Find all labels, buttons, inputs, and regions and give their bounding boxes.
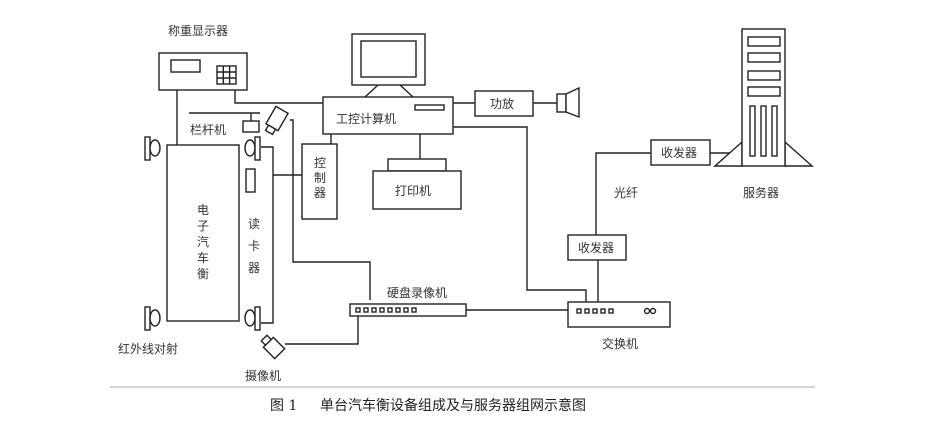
port xyxy=(608,308,614,314)
port xyxy=(363,307,369,313)
port xyxy=(592,308,598,314)
keypad-icon xyxy=(216,65,237,85)
speaker-icon xyxy=(556,86,580,119)
line-ipc-switch xyxy=(453,126,587,302)
monitor-icon xyxy=(351,33,426,98)
figure-number: 图 1 xyxy=(270,398,297,414)
amplifier-box xyxy=(474,90,534,117)
card-reader-slot xyxy=(245,168,256,193)
card-reader-label: 读卡器 xyxy=(248,217,260,275)
infrared-sensor-top-left xyxy=(144,136,161,161)
port xyxy=(600,308,606,314)
electronic-truck-scale xyxy=(166,144,240,322)
transceiver-remote-box xyxy=(650,139,711,166)
camera-label: 摄像机 xyxy=(245,368,281,383)
dvr-label: 硬盘录像机 xyxy=(387,285,447,300)
dvr-ports xyxy=(355,307,417,313)
controller-box xyxy=(301,143,338,220)
switch-indicator-lights xyxy=(643,307,657,315)
line-display-ipc xyxy=(234,90,323,104)
port xyxy=(395,307,401,313)
camera-icon-bottom xyxy=(260,334,286,360)
infrared-label: 红外线对射 xyxy=(118,341,178,356)
port xyxy=(371,307,377,313)
ipc-label: 工控计算机 xyxy=(336,111,396,126)
ipc-box xyxy=(322,96,454,135)
printer-label: 打印机 xyxy=(395,184,431,198)
scale-label: 电子汽车衡 xyxy=(197,203,209,281)
port xyxy=(379,307,385,313)
port xyxy=(355,307,361,313)
transceiver-remote-label: 收发器 xyxy=(661,145,697,160)
weight-display: 称重显示器 xyxy=(158,24,248,91)
transceiver-local-box xyxy=(567,234,627,261)
infrared-sensor-bottom-left xyxy=(144,306,161,331)
line-infrared-bus xyxy=(261,146,274,324)
amplifier-label: 功放 xyxy=(490,96,514,111)
switch-ports xyxy=(576,308,614,314)
line-cam-dvr xyxy=(285,316,359,345)
infrared-sensor-top-right xyxy=(244,136,261,161)
switch-label: 交换机 xyxy=(602,336,638,351)
port xyxy=(387,307,393,313)
camera-icon-top xyxy=(264,105,290,136)
switch-box xyxy=(567,301,671,328)
port xyxy=(584,308,590,314)
printer-box xyxy=(372,170,462,210)
controller-label: 控制器 xyxy=(314,156,326,200)
server-icon xyxy=(713,28,814,167)
barrier-box xyxy=(242,120,260,133)
barrier-label: 栏杆机 xyxy=(190,122,226,137)
port xyxy=(411,307,417,313)
fiber-label: 光纤 xyxy=(614,186,638,200)
port xyxy=(576,308,582,314)
server-label: 服务器 xyxy=(743,185,779,200)
connection-lines xyxy=(176,90,730,345)
ipc-drive-slot xyxy=(414,104,445,111)
weight-display-label: 称重显示器 xyxy=(168,24,228,38)
infrared-sensor-bottom-right xyxy=(244,306,261,331)
line-fiber xyxy=(595,152,651,235)
transceiver-local-label: 收发器 xyxy=(578,240,614,255)
figure-title: 单台汽车衡设备组成及与服务器组网示意图 xyxy=(320,397,586,414)
printer-top xyxy=(387,158,447,172)
line-topcam-dvr xyxy=(290,119,371,300)
weight-display-screen xyxy=(170,59,201,73)
port xyxy=(403,307,409,313)
